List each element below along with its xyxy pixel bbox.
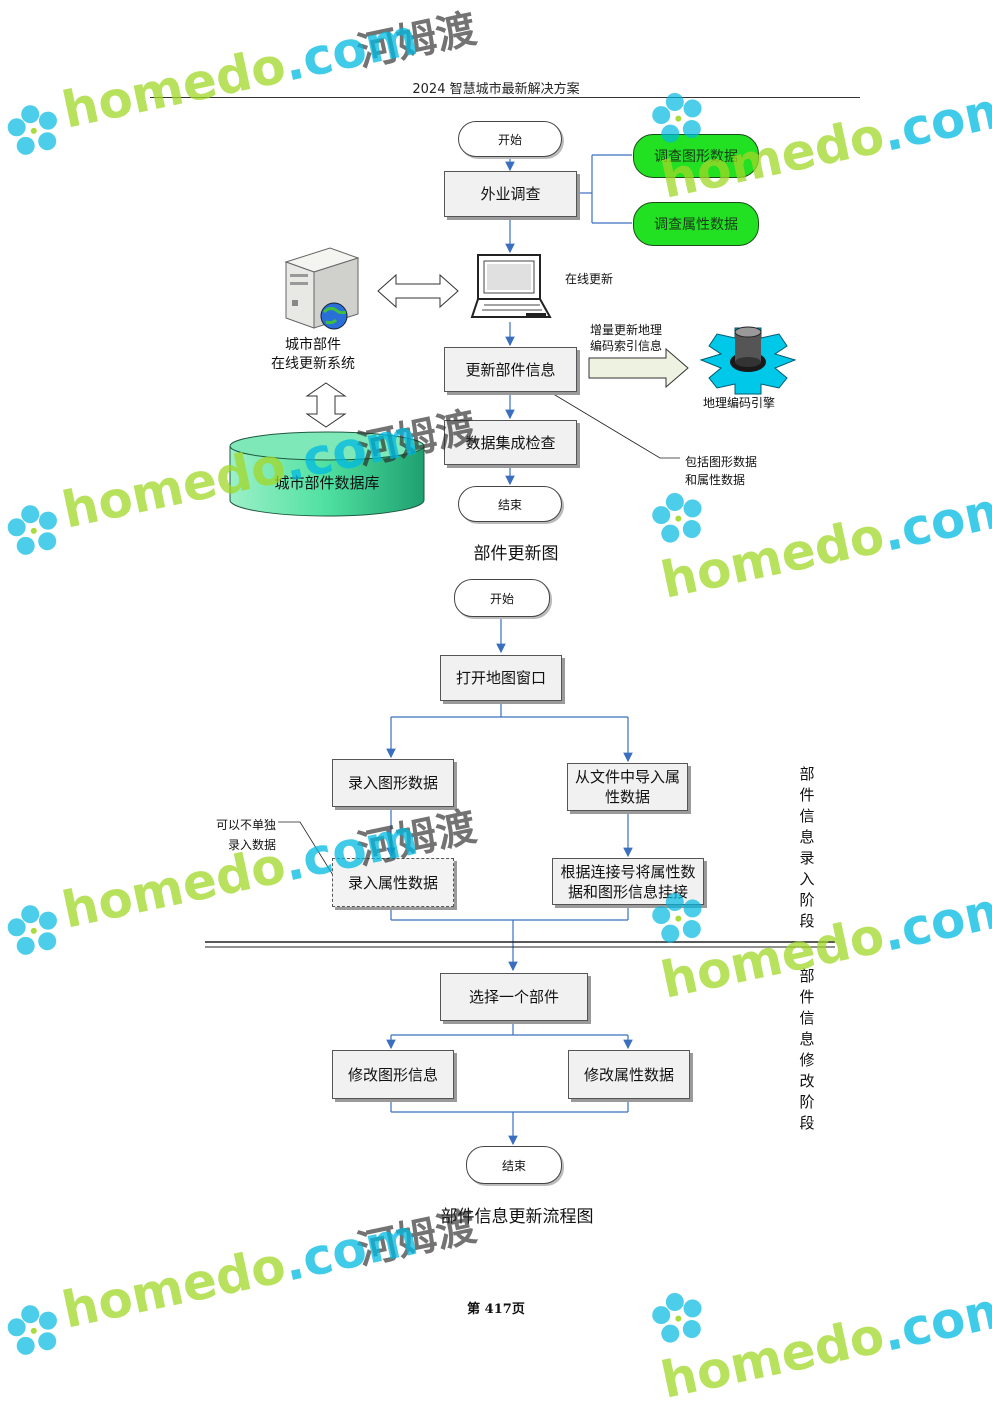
enter-attr-box: 录入属性数据 [332, 858, 454, 907]
system-label: 城市部件 在线更新系统 [240, 336, 386, 374]
phase2-char: 息 [799, 1030, 815, 1048]
diagram1-caption: 部件更新图 [473, 544, 559, 564]
incremental-line2: 编码索引信息 [590, 339, 663, 353]
update-info-box: 更新部件信息 [444, 347, 577, 392]
system-label-line1: 城市部件 [285, 337, 341, 353]
select-part-box: 选择一个部件 [440, 973, 588, 1021]
phase2-char: 部 [799, 967, 815, 985]
phase2-char: 信 [799, 1009, 815, 1027]
optional-line2: 录入数据 [227, 838, 276, 852]
enter-graphic-box: 录入图形数据 [332, 759, 454, 807]
incremental-label: 增量更新地理 编码索引信息 [590, 322, 662, 354]
laptop-icon [470, 254, 552, 318]
phase2-char: 阶 [799, 1093, 815, 1111]
system-label-line2: 在线更新系统 [271, 356, 355, 372]
diagram2-caption: 部件信息更新流程图 [440, 1207, 594, 1227]
optional-line1: 可以不单独 [215, 818, 276, 832]
end-terminal-2: 结束 [466, 1146, 562, 1184]
modify-attr-box: 修改属性数据 [568, 1050, 690, 1099]
geocode-engine-label: 地理编码引擎 [703, 396, 776, 410]
survey-graphic-pill: 调查图形数据 [633, 134, 759, 178]
phase2-label: 部 件 信 息 修 改 阶 段 [798, 966, 816, 1134]
database-label: 城市部件数据库 [274, 474, 380, 492]
link-attr-box: 根据连接号将属性数据和图形信息挂接 [552, 858, 704, 905]
phase1-label: 部 件 信 息 录 入 阶 段 [798, 764, 816, 932]
header-rule [150, 97, 860, 98]
includes-label: 包括图形数据 和属性数据 [685, 453, 757, 489]
phase1-char: 息 [799, 828, 815, 846]
phase1-char: 段 [799, 912, 815, 930]
start-terminal: 开始 [458, 121, 562, 157]
gear-icon [699, 326, 797, 395]
field-survey-box: 外业调查 [444, 171, 577, 217]
import-attr-box: 从文件中导入属性数据 [567, 763, 688, 811]
includes-line1: 包括图形数据 [685, 455, 758, 469]
open-map-box: 打开地图窗口 [440, 655, 562, 701]
phase1-char: 阶 [799, 891, 815, 909]
survey-attribute-pill: 调查属性数据 [633, 202, 759, 246]
incremental-line1: 增量更新地理 [590, 323, 663, 337]
server-icon [284, 247, 360, 330]
integration-check-box: 数据集成检查 [444, 420, 577, 465]
phase1-char: 件 [799, 786, 815, 804]
end-terminal: 结束 [458, 486, 562, 522]
database-cylinder-icon [229, 431, 425, 517]
document-header: 2024 智慧城市最新解决方案 [412, 82, 580, 97]
phase2-char: 件 [799, 988, 815, 1006]
start-terminal-2: 开始 [454, 579, 550, 617]
fat-arrow-right [588, 348, 689, 388]
online-update-label: 在线更新 [565, 272, 614, 286]
double-arrow-horizontal [377, 273, 459, 309]
phase2-char: 改 [799, 1072, 815, 1090]
page-number: 第 417页 [467, 1302, 525, 1317]
phase2-char: 段 [799, 1114, 815, 1132]
includes-line2: 和属性数据 [685, 473, 746, 487]
phase1-char: 入 [799, 870, 815, 888]
phase1-char: 部 [799, 765, 815, 783]
double-arrow-vertical [305, 382, 347, 428]
phase2-char: 修 [799, 1051, 815, 1069]
optional-note: 可以不单独 录入数据 [208, 815, 276, 855]
modify-graphic-box: 修改图形信息 [332, 1050, 454, 1099]
phase1-char: 信 [799, 807, 815, 825]
phase1-char: 录 [799, 849, 815, 867]
